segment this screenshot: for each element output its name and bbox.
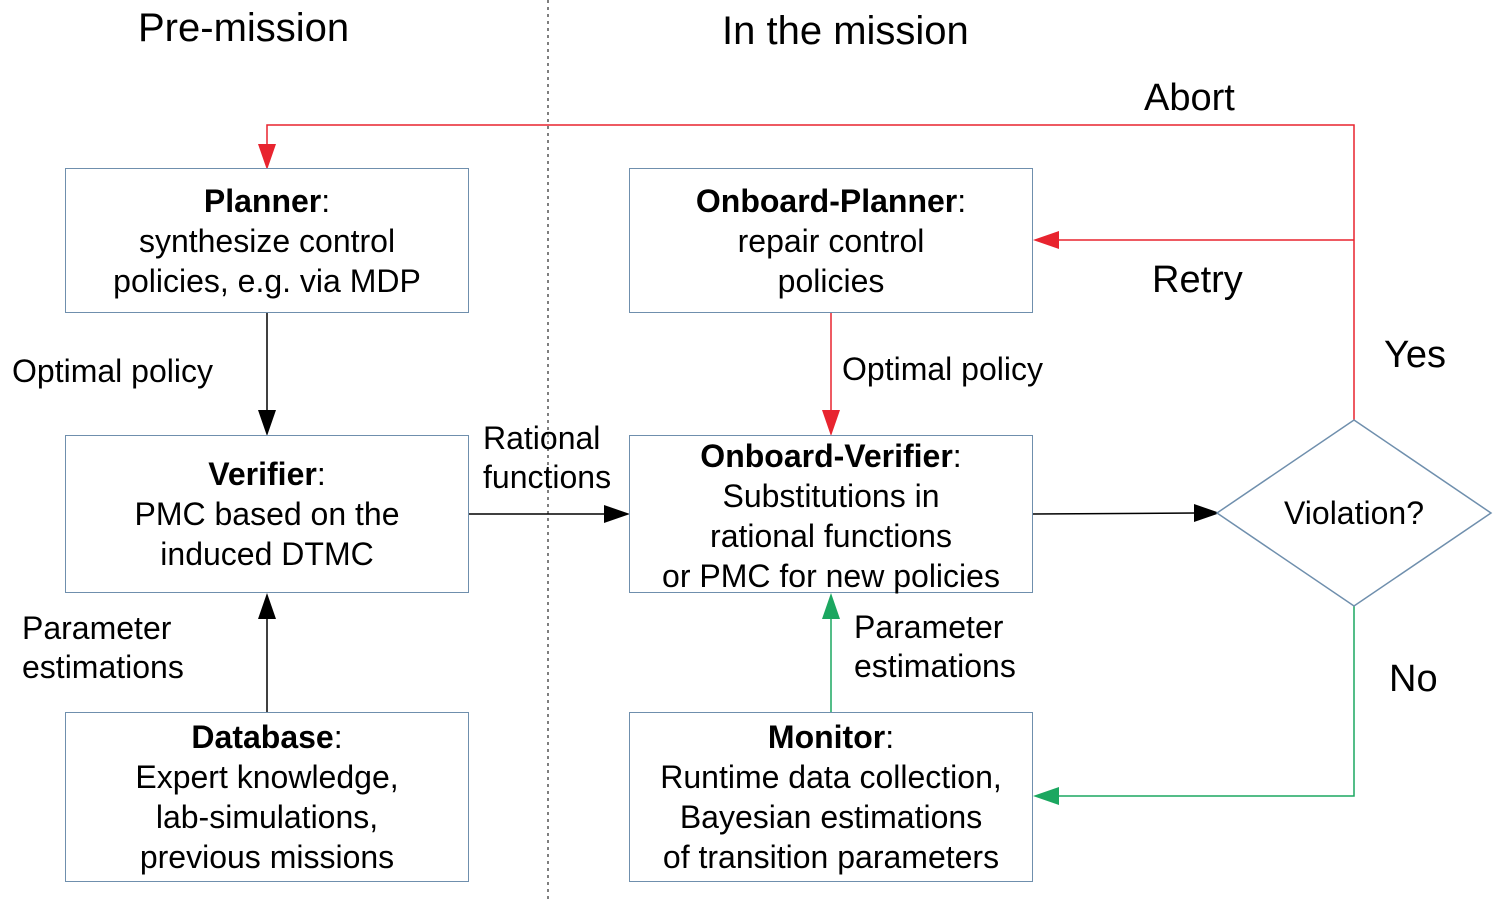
- optimal-policy-right-label: Optimal policy: [842, 351, 1043, 387]
- param-est-left-label-1: Parameter: [22, 610, 172, 646]
- abort-line: [266, 124, 1355, 420]
- red-arrows: [258, 124, 1355, 436]
- verifier-to-onboard-head: [604, 505, 630, 523]
- planner-colon: :: [321, 183, 331, 219]
- green-arrows: [822, 593, 1355, 805]
- planner-box: Planner: synthesize control policies, e.…: [65, 168, 469, 313]
- black-arrows: [258, 313, 1220, 712]
- planner-to-verifier-head: [258, 410, 276, 436]
- monitor-colon: :: [885, 719, 895, 755]
- retry-label: Retry: [1152, 259, 1243, 301]
- abort-label: Abort: [1144, 77, 1235, 119]
- onboard-to-decision-line: [1032, 512, 1197, 515]
- database-colon: :: [333, 719, 343, 755]
- onboard-to-decision-head: [1194, 504, 1220, 522]
- verifier-colon: :: [316, 456, 326, 492]
- rational-functions-label-1: Rational: [483, 420, 601, 456]
- in-mission-header: In the mission: [722, 9, 969, 53]
- verifier-line-1: PMC based on the: [134, 496, 400, 532]
- yes-label: Yes: [1384, 334, 1446, 376]
- retry-head: [1033, 231, 1059, 249]
- monitor-box: Monitor: Runtime data collection, Bayesi…: [629, 712, 1033, 882]
- onboard-planner-box: Onboard-Planner: repair control policies: [629, 168, 1033, 313]
- database-line-2: lab-simulations,: [155, 799, 379, 835]
- monitor-to-verifier-head: [822, 593, 840, 619]
- database-to-verifier-head: [258, 593, 276, 619]
- monitor-title: Monitor: [767, 719, 886, 755]
- verifier-title: Verifier: [208, 456, 317, 492]
- no-label: No: [1389, 658, 1438, 700]
- database-title: Database: [191, 719, 334, 755]
- monitor-line-3: of transition parameters: [662, 839, 1000, 875]
- onboard-verifier-line-2: rational functions: [710, 518, 952, 554]
- onboard-planner-line-1: repair control: [737, 223, 925, 259]
- database-line-1: Expert knowledge,: [135, 759, 399, 795]
- optimal-policy-left-label: Optimal policy: [12, 353, 213, 389]
- violation-diamond: [1215, 419, 1493, 607]
- onboard-planner-title: Onboard-Planner: [695, 183, 958, 219]
- planner-line-2: policies, e.g. via MDP: [113, 263, 421, 299]
- param-est-right-label-1: Parameter: [854, 609, 1004, 645]
- param-est-left-label-2: estimations: [22, 649, 184, 685]
- pre-mission-header: Pre-mission: [138, 6, 350, 50]
- onboard-planner-colon: :: [957, 183, 967, 219]
- onboard-verifier-title: Onboard-Verifier: [700, 438, 953, 474]
- violation-text: Violation?: [1284, 495, 1424, 531]
- database-box: Database: Expert knowledge, lab-simulati…: [65, 712, 469, 882]
- onboard-verifier-line-1: Substitutions in: [722, 478, 940, 514]
- monitor-line-1: Runtime data collection,: [660, 759, 1002, 795]
- onboard-verifier-box: Onboard-Verifier: Substitutions in ratio…: [629, 435, 1033, 594]
- monitor-line-2: Bayesian estimations: [679, 799, 983, 835]
- verifier-line-2: induced DTMC: [160, 536, 374, 572]
- rational-functions-label-2: functions: [483, 459, 612, 495]
- onboard-verifier-line-3: or PMC for new policies: [662, 558, 1000, 594]
- abort-head: [258, 144, 276, 170]
- param-est-right-label-2: estimations: [854, 648, 1016, 684]
- onboard-verifier-colon: :: [952, 438, 962, 474]
- verifier-box: Verifier: PMC based on the induced DTMC: [65, 435, 469, 593]
- no-line: [1057, 606, 1355, 797]
- planner-title: Planner: [203, 183, 322, 219]
- no-head: [1033, 787, 1059, 805]
- onboard-planner-line-2: policies: [777, 263, 885, 299]
- database-line-3: previous missions: [139, 839, 395, 875]
- onboard-planner-to-verifier-head: [822, 410, 840, 436]
- planner-line-1: synthesize control: [138, 223, 396, 259]
